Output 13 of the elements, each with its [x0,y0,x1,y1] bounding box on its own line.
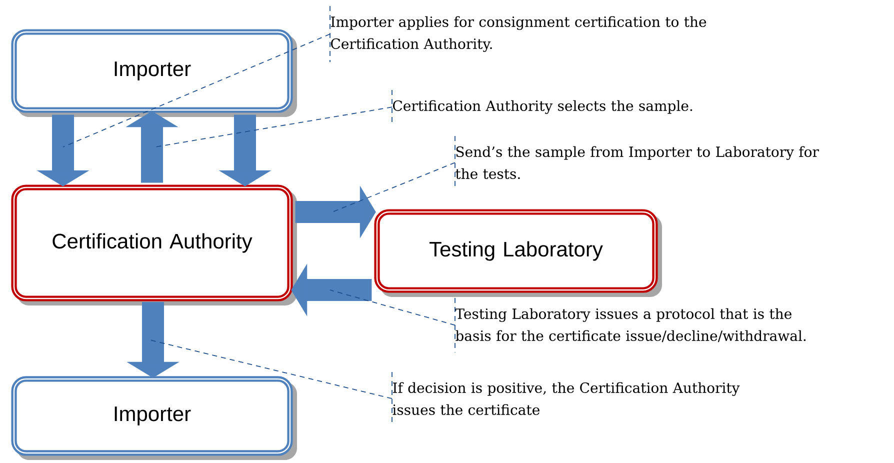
callout-text: Send’s the sample from Importer to Laboratory for the tests. [454,136,819,190]
leader-line [62,34,330,148]
process-box: Importer [11,376,297,460]
callout-text: Testing Laboratory issues a protocol that is the basis for the certificate issue/decline/withdrawal. [454,298,806,353]
process-box: Importer [11,29,297,117]
callout-text: If decision is positive, the Certification Authority issues the certificate [392,372,740,426]
process-box: Testing Laboratory [374,209,662,297]
leader-line [150,340,392,400]
process-box: Certification Authority [11,184,297,306]
leader-line [330,290,456,326]
callout-text: Importer applies for consignment certification to the Certification Authority. [330,6,706,63]
leader-line [154,106,392,148]
callout-text: Certification Authority selects the sample. [392,90,692,125]
